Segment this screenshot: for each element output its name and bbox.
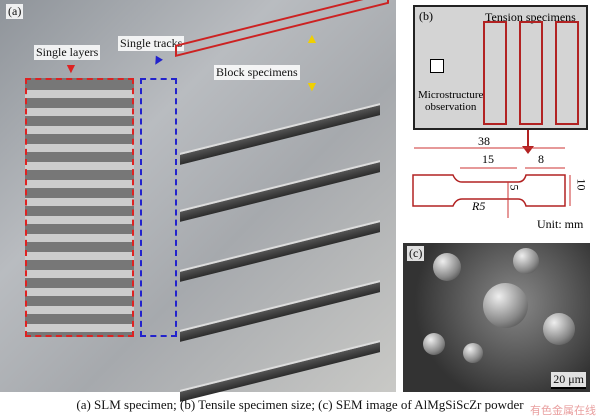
panel-c-label: (c) [407,246,425,261]
figure-caption: (a) SLM specimen; (b) Tensile specimen s… [76,397,524,412]
dim-width: 5 [507,184,522,191]
block-specimen [180,160,380,222]
radius-label: R5 [472,199,486,213]
scale-bar: 20 μm [551,372,586,389]
powder-particle [513,248,539,274]
tension-specimens-label: Tension specimens [485,10,576,24]
red-arrow-icon: ▼ [64,62,78,77]
dim-height: 10 [574,178,589,191]
powder-particle [483,283,528,328]
block-specimen [180,103,380,165]
yellow-arrow-icon: ▲ [305,32,319,47]
microstructure-text: Microstructure [418,89,484,101]
block-specimen [180,340,380,402]
powder-particle [463,343,483,363]
highlighted-block-specimen [175,0,389,58]
panel-a-label: (a) [6,4,24,19]
tensile-specimen-drawing [412,130,571,218]
tension-specimen-outline [555,21,579,125]
sem-image: (c) 20 μm [403,243,590,392]
watermark: 有色金属在线 [530,404,596,417]
tension-specimen-outline [483,21,507,125]
single-tracks-label: Single tracks [118,36,185,51]
dim-grip: 8 [538,152,544,166]
yellow-arrow-icon: ▼ [305,80,319,95]
single-tracks-region [140,78,177,337]
blue-arrow-icon: ▼ [147,51,167,72]
tension-specimen-outline [519,21,543,125]
microstructure-sample-box [430,59,444,73]
powder-particle [423,333,445,355]
observation-text: observation [425,101,477,113]
single-layers-label: Single layers [34,45,101,60]
block-specimens-label: Block specimens [214,65,300,80]
slm-specimen-photo: (a) Single layers Single tracks ▼ ▼ Bloc… [0,0,396,402]
panel-b-label: (b) [419,9,433,23]
single-layers-region [25,78,134,337]
powder-particle [543,313,575,345]
powder-particle [433,253,461,281]
block-specimen [180,220,380,282]
dim-gauge: 15 [482,152,494,166]
unit-label: Unit: mm [537,217,584,231]
dim-total: 38 [478,134,490,148]
block-specimen [180,280,380,342]
